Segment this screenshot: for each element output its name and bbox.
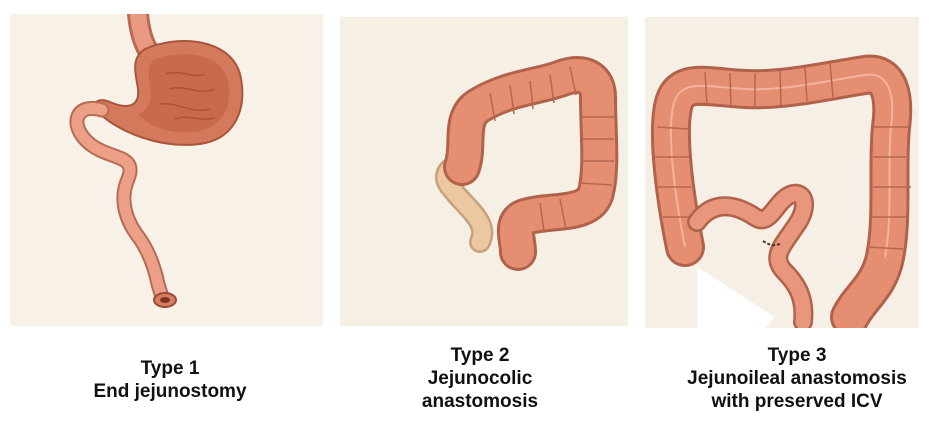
type1-illustration bbox=[10, 14, 323, 326]
type2-illustration bbox=[340, 17, 628, 326]
type-name-line2: with preserved ICV bbox=[652, 390, 942, 413]
caption-type3: Type 3 Jejunoileal anastomosis with pres… bbox=[652, 344, 942, 413]
caption-type2: Type 2 Jejunocolic anastomosis bbox=[350, 344, 610, 413]
type3-illustration bbox=[645, 17, 919, 328]
type-name-line1: Jejunocolic bbox=[350, 367, 610, 390]
caption-type1: Type 1 End jejunostomy bbox=[40, 357, 300, 403]
type-label: Type 2 bbox=[350, 344, 610, 367]
type-name-line2: anastomosis bbox=[350, 390, 610, 413]
type-name: End jejunostomy bbox=[40, 380, 300, 403]
type-label: Type 1 bbox=[40, 357, 300, 380]
type-label: Type 3 bbox=[652, 344, 942, 367]
type-name-line1: Jejunoileal anastomosis bbox=[652, 367, 942, 390]
